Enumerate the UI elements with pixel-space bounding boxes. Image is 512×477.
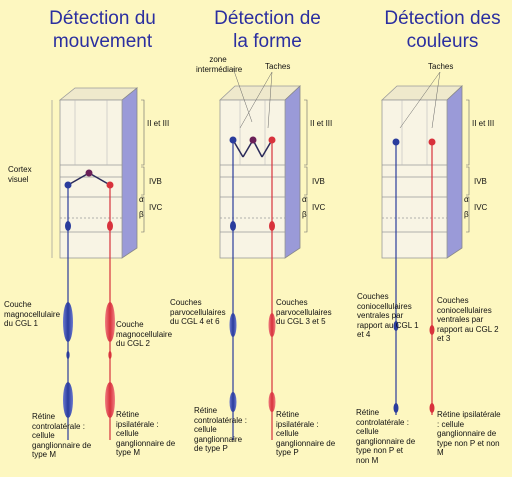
- neuron-cell-icon: [229, 136, 237, 144]
- panel-2-blobs-label: Taches: [265, 62, 291, 71]
- panel-3-blobs-label: Taches: [428, 62, 454, 71]
- panel-2-layer-low: IVC: [312, 203, 326, 212]
- panel-1-retina-right-label: Rétine ipsilatérale : cellule ganglionna…: [116, 410, 176, 457]
- neuron-cell-icon: [85, 169, 93, 177]
- panel-3-layer-top: II et III: [472, 119, 495, 128]
- panel-2-layer-top: II et III: [310, 119, 333, 128]
- panel-2-lgn-right-icon: [268, 313, 276, 337]
- panel-2-layer-beta: β: [302, 210, 307, 219]
- panel-1-layer-beta: β: [139, 210, 144, 219]
- panel-3-lgn-left-label: Couches coniocellulaires ventrales par r…: [357, 292, 419, 339]
- panel-3-layer-mid: IVB: [474, 177, 487, 186]
- panel-3-pathways: [392, 138, 436, 415]
- panel-1-pathways: [63, 169, 115, 440]
- neuron-cell-icon: [268, 136, 276, 144]
- panel-1-lgn-left-label: Couche magnocellulaire du CGL 1: [4, 300, 61, 328]
- panel-3-lgn-left-icon: [393, 321, 399, 331]
- panel-2-lgn-right-label: Couches parvocellulaires du CGL 3 et 5: [276, 298, 332, 326]
- layer-brackets: [141, 99, 470, 233]
- panel-3-retina-left-icon: [393, 403, 399, 413]
- panel-2-retina-right-icon: [268, 392, 276, 412]
- panel-3-layer-alpha: α: [464, 195, 469, 204]
- panel-1-retina-right-icon: [105, 382, 115, 418]
- panel-2-zone-label: zone intermédiaire: [196, 55, 243, 74]
- neuron-cell-icon: [249, 136, 257, 144]
- panel-2-layer-alpha: α: [302, 195, 307, 204]
- panel-3-title: Détection des couleurs: [384, 8, 501, 52]
- neuron-cell-icon: [392, 138, 400, 146]
- panel-2-cortex-block: [218, 67, 302, 259]
- panel-1-cortex-label: Cortex visuel: [8, 165, 32, 184]
- panel-3-retina-left-label: Rétine controlatérale : cellule ganglion…: [356, 408, 416, 465]
- panel-1-title: Détection du mouvement: [49, 8, 156, 52]
- panel-1-retina-left-icon: [63, 382, 73, 418]
- panel-2-layer-mid: IVB: [312, 177, 325, 186]
- neuron-cell-icon: [428, 138, 436, 146]
- panel-2-retina-left-icon: [229, 392, 237, 412]
- panel-1-lgn-right-label: Couche magnocellulaire du CGL 2: [116, 320, 173, 348]
- panel-3-retina-right-icon: [429, 403, 435, 413]
- panel-3-cortex-block: [380, 71, 464, 259]
- panel-1-retina-left-label: Rétine controlatérale : cellule ganglion…: [32, 412, 92, 459]
- panel-1-layer-top: II et III: [147, 119, 170, 128]
- panel-1-layer-mid: IVB: [149, 177, 162, 186]
- panel-1-layer-alpha: α: [139, 195, 144, 204]
- panel-2-pathways: [229, 136, 276, 440]
- panel-3-lgn-right-label: Couches coniocellulaires ventrales par r…: [437, 296, 499, 343]
- panel-2-title: Détection de la forme: [214, 8, 321, 52]
- panel-3-lgn-right-icon: [429, 325, 435, 335]
- neuron-cell-icon: [64, 181, 72, 189]
- panel-2-retina-left-label: Rétine controlatérale : cellule ganglion…: [194, 406, 247, 453]
- neuron-cell-icon: [106, 181, 114, 189]
- panel-2-lgn-left-icon: [229, 313, 237, 337]
- panel-2-lgn-left-label: Couches parvocellulaires du CGL 4 et 6: [170, 298, 226, 326]
- panel-2-retina-right-label: Rétine ipsilatérale : cellule ganglionna…: [276, 410, 336, 457]
- panel-1-layer-low: IVC: [149, 203, 163, 212]
- panel-1-lgn-right-icon: [105, 302, 115, 342]
- panel-3-layer-beta: β: [464, 210, 469, 219]
- panel-3-retina-right-label: Rétine ipsilatérale : cellule ganglionna…: [437, 410, 501, 457]
- panel-3-layer-low: IVC: [474, 203, 488, 212]
- panel-1-lgn-left-icon: [63, 302, 73, 342]
- panel-1-cortex-block: [51, 87, 139, 259]
